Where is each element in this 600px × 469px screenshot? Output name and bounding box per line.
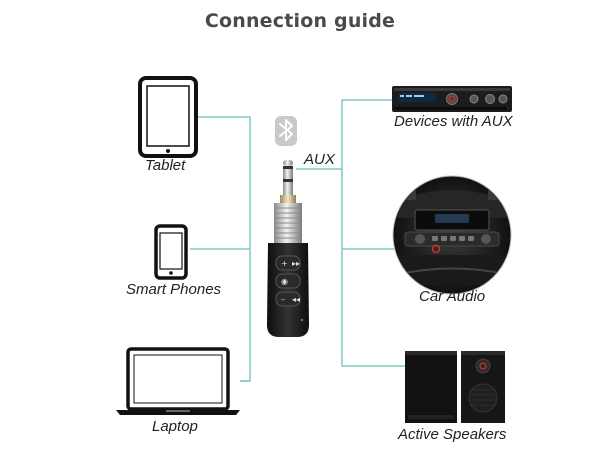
svg-text:◂◂: ◂◂ — [292, 295, 300, 304]
aux-label: AUX — [304, 151, 335, 168]
car-audio-label: Car Audio — [419, 288, 486, 305]
laptop-label: Laptop — [152, 418, 198, 435]
smartphone-icon — [154, 224, 188, 280]
left-connector-lines — [190, 116, 251, 382]
aux-receiver-unit-icon — [392, 86, 512, 112]
tablet-icon — [138, 76, 198, 158]
svg-text:–: – — [281, 295, 285, 304]
bluetooth-receiver: + ▸▸ ◉ – ◂◂ — [267, 160, 309, 337]
receiver-buttons — [275, 255, 301, 307]
tablet-label: Tablet — [145, 157, 186, 174]
active-speakers-label: Active Speakers — [398, 426, 507, 443]
active-speakers-icon — [405, 351, 505, 423]
car-audio-icon — [392, 175, 512, 295]
svg-text:▸▸: ▸▸ — [292, 259, 300, 268]
svg-text:+: + — [281, 259, 288, 268]
right-trunk-line — [341, 99, 410, 367]
devices-with-aux-label: Devices with AUX — [394, 113, 513, 130]
smart-phones-label: Smart Phones — [126, 281, 222, 298]
laptop-icon — [116, 347, 240, 415]
svg-text:◉: ◉ — [281, 277, 288, 286]
right-connector-lines — [296, 99, 410, 367]
page-title: Connection guide — [204, 10, 396, 32]
bluetooth-badge — [275, 116, 297, 146]
